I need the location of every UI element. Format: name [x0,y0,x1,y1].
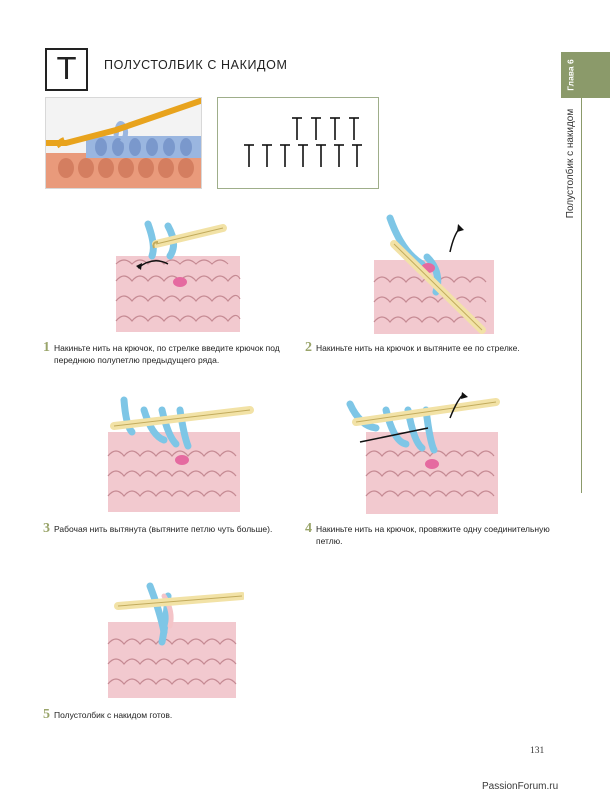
side-divider [581,98,582,493]
step-1-illustration [108,216,248,341]
page-title: ПОЛУСТОЛБИК С НАКИДОМ [104,58,288,72]
step-3-illustration [104,396,254,521]
step-1-number: 1 [43,340,50,355]
stitch-chart [217,97,379,189]
step-1: 1 Накиньте нить на крючок, по стрелке вв… [43,340,280,366]
page-number: 131 [530,746,545,756]
chapter-tab-label: Глава 6 [566,59,577,91]
step-2: 2 Накиньте нить на крючок и вытяните ее … [305,340,520,355]
step-4-number: 4 [305,521,312,536]
step-2-number: 2 [305,340,312,355]
step-4-text-line1: Накиньте нить на крючок, провяжите одну … [316,524,550,534]
step-3-number: 3 [43,521,50,536]
step-1-text-line1: Накиньте нить на крючок, по стрелке введ… [54,343,280,353]
stitch-symbol: T [57,51,76,87]
step-5: 5 Полустолбик с накидом готов. [43,707,173,722]
stitch-photo [45,97,202,189]
step-4: 4 Накиньте нить на крючок, провяжите одн… [305,521,550,547]
step-5-illustration [104,582,246,707]
step-2-text-line1: Накиньте нить на крючок и вытяните ее по… [316,343,520,353]
step-1-text-line2: переднюю полупетлю предыдущего ряда. [54,355,220,365]
chart-symbols [244,117,362,167]
symbol-box: T [45,48,88,91]
step-4-text-line2: петлю. [316,536,343,546]
chapter-tab [561,52,610,98]
photo-illustration [46,98,201,188]
watermark: PassionForum.ru [482,781,559,792]
step-5-text-line1: Полустолбик с накидом готов. [54,710,173,720]
step-3-text-line1: Рабочая нить вытянута (вытяните петлю чу… [54,524,273,534]
step-4-illustration [346,392,506,523]
step-2-illustration [372,212,512,343]
step-5-number: 5 [43,707,50,722]
step-3: 3 Рабочая нить вытянута (вытяните петлю … [43,521,273,536]
section-side-label: Полустолбик с накидом [565,108,577,218]
